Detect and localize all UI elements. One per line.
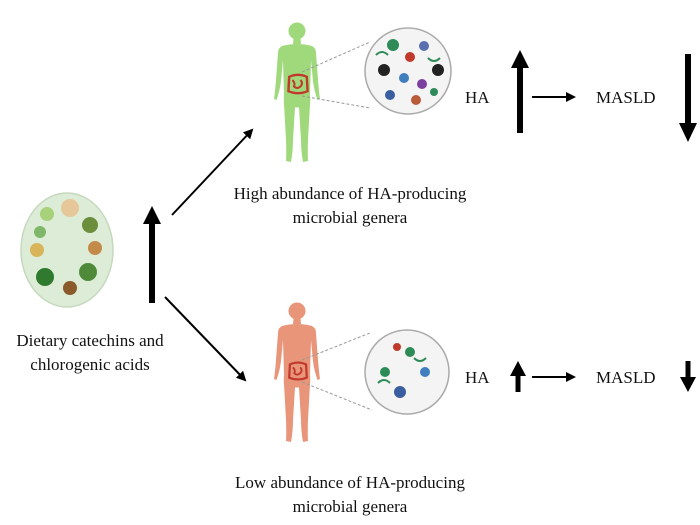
ha-label-top: HA [465, 88, 490, 107]
ha-label-bottom: HA [465, 368, 490, 387]
food-label-line2: chlorogenic acids [30, 355, 150, 374]
masld-label-bottom: MASLD [596, 368, 656, 387]
high-caption-line1: High abundance of HA-producing [233, 184, 467, 203]
high-abundance-caption: High abundance of HA-producing microbial… [205, 182, 495, 230]
low-caption-line2: microbial genera [292, 497, 408, 516]
human-body-icon-bottom [274, 302, 320, 442]
low-abundance-caption: Low abundance of HA-producing microbial … [205, 471, 495, 519]
arrow-to-high [171, 128, 254, 216]
high-caption-line2: microbial genera [292, 208, 408, 227]
microbiota-magnifier-icon-bottom [364, 329, 450, 415]
arrow-to-low [164, 296, 247, 382]
microbiota-magnifier-icon-top [364, 27, 452, 115]
food-label: Dietary catechins and chlorogenic acids [0, 329, 180, 377]
food-label-line1: Dietary catechins and [16, 331, 164, 350]
masld-label-top: MASLD [596, 88, 656, 107]
vegetables-icon [20, 192, 114, 308]
central-increase-arrowhead [143, 206, 161, 224]
low-caption-line1: Low abundance of HA-producing [235, 473, 465, 492]
